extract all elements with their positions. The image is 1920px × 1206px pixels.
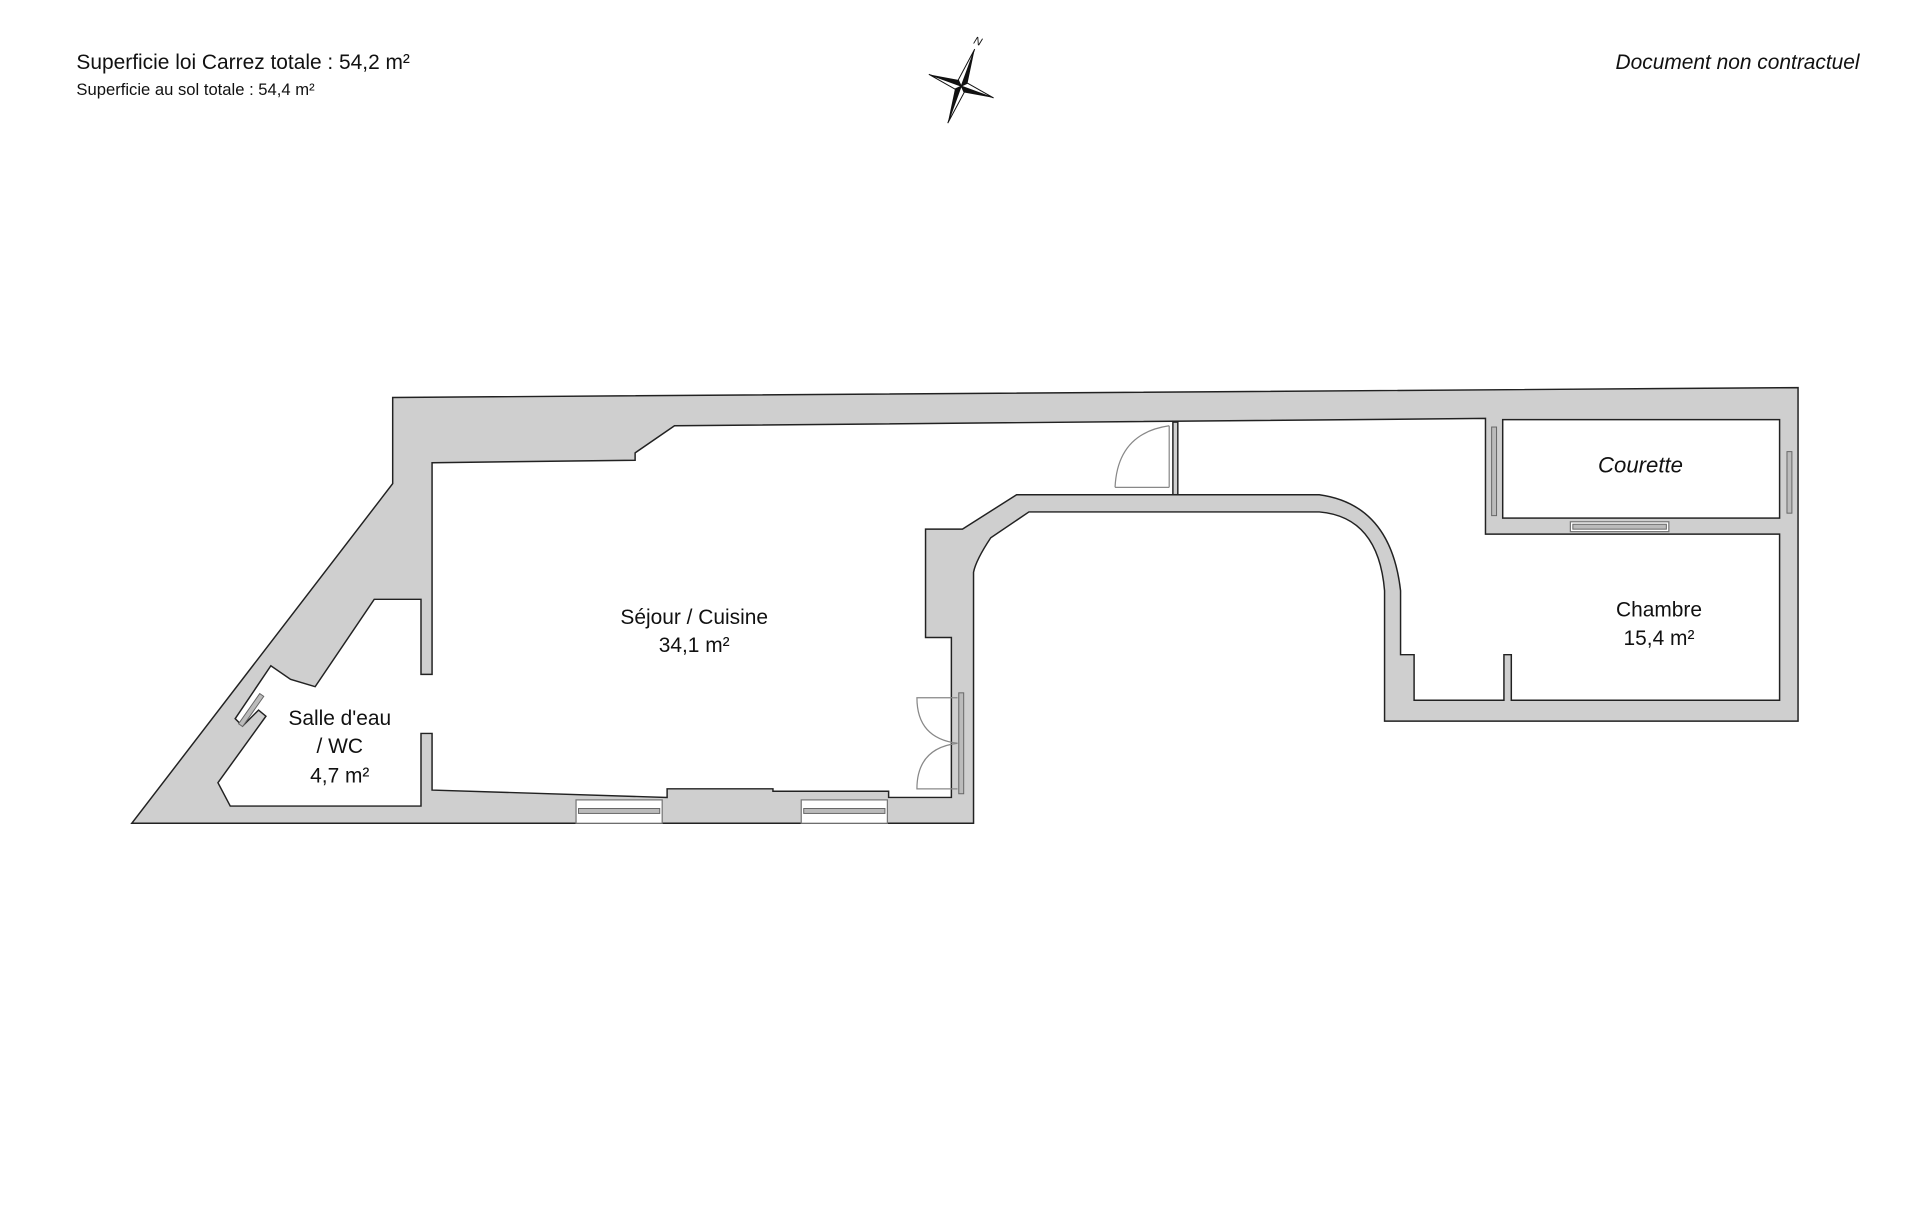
room-name-wc: / WC: [317, 735, 363, 758]
room-name-courette: Courette: [1598, 453, 1683, 478]
carrez-area-total: Superficie loi Carrez totale : 54,2 m²: [76, 51, 410, 74]
room-area-salle-eau: 4,7 m²: [310, 765, 369, 788]
room-name-sejour: Séjour / Cuisine: [620, 606, 768, 629]
door: [1114, 425, 1170, 488]
window: [800, 799, 889, 824]
room-name-salle-eau: Salle d'eau: [288, 707, 391, 730]
room-living-area: [217, 417, 1781, 807]
french-door: [916, 692, 965, 795]
room-name-chambre: Chambre: [1616, 599, 1702, 622]
window: [1569, 521, 1670, 533]
room-area-chambre: 15,4 m²: [1624, 627, 1695, 650]
room-courette: [1501, 418, 1781, 519]
floor-area-total: Superficie au sol totale : 54,4 m²: [76, 80, 315, 99]
corridor-partition-wall: [1172, 421, 1179, 496]
window: [1491, 426, 1498, 517]
window: [575, 799, 663, 824]
disclaimer: Document non contractuel: [1616, 51, 1861, 74]
window: [1786, 451, 1793, 514]
compass-north-label: N: [972, 35, 984, 49]
compass-rose-icon: N: [928, 35, 994, 124]
room-area-sejour: 34,1 m²: [659, 634, 730, 657]
window: [237, 692, 265, 728]
